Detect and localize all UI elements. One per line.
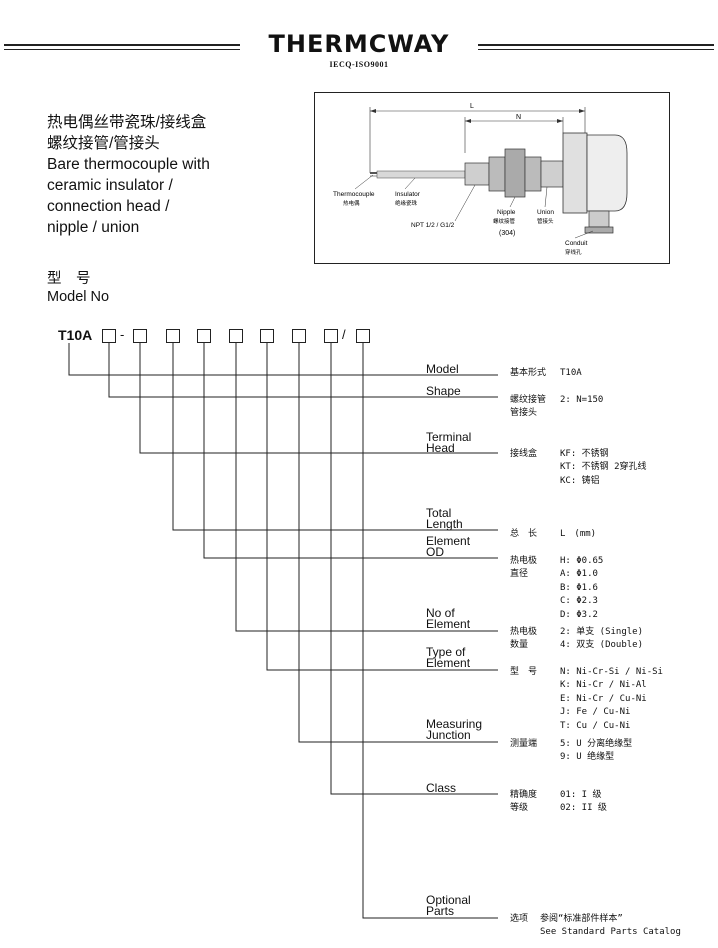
title-en-1: Bare thermocouple with [47, 156, 210, 173]
desc-terminal-head-name: 接线盒 [510, 449, 538, 459]
nipple-label: Nipple [497, 209, 516, 216]
line-optional-parts [362, 343, 498, 919]
desc-shape-value: 2: N=150 [560, 395, 604, 405]
header-rule-right-thin [478, 49, 714, 50]
code-dash: - [120, 327, 125, 342]
line-terminal-head [139, 343, 498, 454]
model-heading-en: Model No [47, 289, 110, 305]
field-label-model: Model [426, 362, 459, 376]
desc-optional-parts-name: 选项 [510, 914, 529, 924]
model-prefix: T10A [58, 327, 93, 343]
desc-element-od-name: 热电极直径 [510, 556, 538, 580]
desc-element-od-options: H: Φ0.65 A: Φ1.0 B: Φ1.6 C: Φ2.3 D: Φ3.2 [560, 556, 604, 620]
line-total-length [172, 343, 498, 531]
code-box-total-length [166, 329, 180, 343]
desc-type-of-element-name: 型 号 [510, 667, 538, 677]
code-box-type-of-element [260, 329, 274, 343]
code-box-class [324, 329, 338, 343]
line-element-od [203, 343, 498, 559]
line-shape [108, 343, 498, 398]
line-model [68, 343, 498, 376]
brand-logo: THERMCWAY [268, 30, 450, 58]
insulator-label: Insulator [395, 191, 421, 198]
code-box-measuring-junction [292, 329, 306, 343]
product-title: 热电偶丝带瓷珠/接线盒 螺纹接管/管接头 Bare thermocouple w… [47, 112, 210, 238]
desc-optional-parts-value: 参阅“标准部件样本” See Standard Parts Catalog [540, 914, 681, 938]
line-class [330, 343, 498, 795]
thread-label: NPT 1/2 / G1/2 [411, 222, 455, 229]
union-label-zh: 管接头 [537, 217, 554, 225]
model-heading-zh: 型 号 [47, 271, 91, 287]
desc-model-value: T10A [560, 368, 582, 378]
thermocouple-label-zh: 热电偶 [343, 199, 360, 207]
desc-measuring-junction-name: 测量端 [510, 739, 538, 749]
title-zh-1: 热电偶丝带瓷珠/接线盒 [47, 114, 207, 131]
code-slash: / [342, 327, 346, 342]
line-type-of-element [266, 343, 498, 671]
dim-N-label: N [516, 114, 521, 121]
desc-class-options: 01: I 级 02: II 级 [560, 790, 607, 814]
title-en-2: ceramic insulator / [47, 177, 173, 194]
line-no-of-element [235, 343, 498, 632]
certification-label: IECQ-ISO9001 [329, 60, 389, 69]
insulator-label-zh: 绝缘瓷珠 [395, 199, 418, 207]
desc-measuring-junction-options: 5: U 分离绝缘型 9: U 绝缘型 [560, 739, 633, 763]
header-rule-left-thin [4, 49, 240, 50]
nipple-material-label: (304) [499, 230, 515, 237]
desc-class-name: 精确度等级 [510, 790, 538, 814]
desc-type-of-element-options: N: Ni-Cr-Si / Ni-Si K: Ni-Cr / Ni-Al E: … [560, 667, 663, 731]
conduit-label-zh: 穿线孔 [565, 248, 582, 256]
field-label-class: Class [426, 781, 457, 795]
code-box-optional-parts [356, 329, 370, 343]
dim-L-label: L [470, 103, 474, 110]
header-rule-right [478, 44, 714, 46]
thermocouple-label: Thermocouple [333, 191, 375, 198]
product-diagram: L N Thermocouple 热电偶 Insulator 绝缘瓷珠 NPT … [314, 92, 670, 264]
field-label-shape: Shape [426, 384, 461, 398]
desc-total-length-value: L (mm) [560, 529, 597, 539]
desc-shape-name: 螺纹接管管接头 [510, 395, 547, 419]
diagram-drawing: L N Thermocouple 热电偶 Insulator 绝缘瓷珠 NPT … [333, 103, 628, 256]
desc-no-of-element-options: 2: 单支 (Single) 4: 双支 (Double) [560, 627, 644, 651]
code-box-element-od [197, 329, 211, 343]
line-measuring-junction [298, 343, 498, 743]
desc-terminal-head-options: KF: 不锈钢 KT: 不锈钢 2穿孔线 KC: 铸铝 [560, 449, 647, 486]
desc-no-of-element-name: 热电极数量 [510, 627, 538, 651]
code-box-shape [102, 329, 116, 343]
title-zh-2: 螺纹接管/管接头 [47, 135, 160, 152]
desc-model-name: 基本形式 [510, 368, 547, 378]
desc-total-length-name: 总 长 [510, 529, 538, 539]
conduit-label: Conduit [565, 240, 588, 247]
model-number-heading: 型 号 Model No [47, 270, 109, 306]
title-en-3: connection head / [47, 198, 170, 215]
code-box-no-of-element [229, 329, 243, 343]
header-rule-left [4, 44, 240, 46]
title-en-4: nipple / union [47, 219, 140, 236]
union-label: Union [537, 209, 554, 216]
nipple-label-zh: 螺纹接管 [493, 217, 516, 225]
code-box-terminal-head [133, 329, 147, 343]
